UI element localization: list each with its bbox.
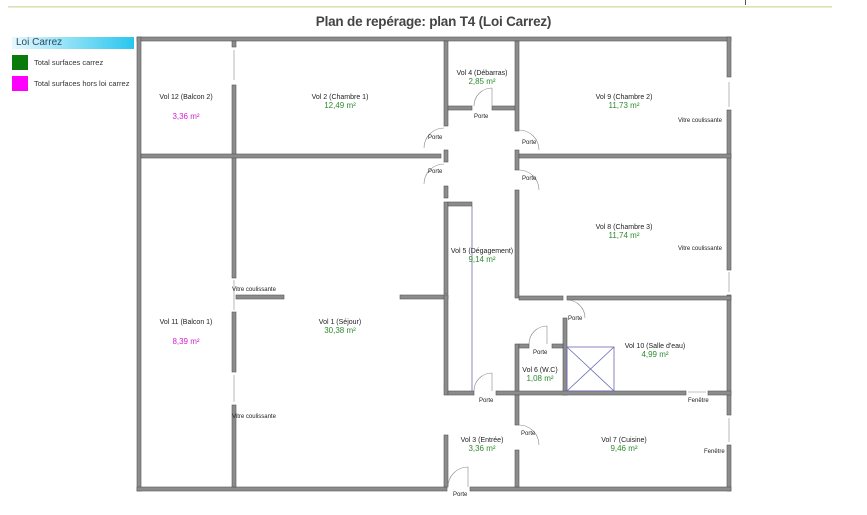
- room-vol4-name: Vol 4 (Débarras): [457, 70, 508, 77]
- room-vol4-area: 2,85 m²: [468, 77, 495, 86]
- walls: [136, 36, 732, 492]
- door-label: Porte: [522, 140, 537, 146]
- legend-item-carrez: Total surfaces carrez: [12, 55, 134, 70]
- room-vol1-area: 30,38 m²: [324, 326, 356, 335]
- sliding-window-label: Vitre coulissante: [678, 118, 723, 124]
- door-label: Porte: [533, 350, 548, 356]
- legend-swatch-magenta: [12, 76, 28, 91]
- room-vol3-name: Vol 3 (Entrée): [461, 437, 504, 444]
- door-label: Porte: [474, 114, 489, 120]
- door-label: Porte: [568, 316, 583, 322]
- room-vol11-area: 8,39 m²: [172, 337, 199, 346]
- legend-label: Total surfaces carrez: [34, 58, 104, 67]
- room-vol2-name: Vol 2 (Chambre 1): [312, 94, 369, 101]
- room-vol9-area: 11,73 m²: [609, 101, 640, 110]
- sliding-window-label: Vitre coulissante: [232, 287, 277, 293]
- room-vol3-area: 3,36 m²: [468, 444, 495, 453]
- room-labels: Vol 12 (Balcon 2) 3,36 m² Vol 2 (Chambre…: [159, 70, 685, 453]
- room-vol7-area: 9,46 m²: [610, 444, 637, 453]
- room-vol1-name: Vol 1 (Séjour): [319, 319, 361, 326]
- sliding-window-label: Vitre coulissante: [232, 414, 277, 420]
- room-vol5-area: 9,14 m²: [468, 255, 495, 264]
- room-vol12-name: Vol 12 (Balcon 2): [159, 94, 212, 101]
- room-vol5-name: Vol 5 (Dégagement): [451, 248, 513, 255]
- room-vol8-area: 11,74 m²: [609, 231, 640, 240]
- room-vol6-area: 1,08 m²: [526, 374, 553, 383]
- header-rule: [8, 6, 832, 7]
- room-vol9-name: Vol 9 (Chambre 2): [596, 94, 653, 101]
- room-vol7-name: Vol 7 (Cuisine): [601, 437, 647, 444]
- fixtures: [471, 206, 615, 392]
- legend-label: Total surfaces hors loi carrez: [34, 79, 130, 88]
- header-rule-shadow: [8, 7, 832, 8]
- legend: Loi Carrez Total surfaces carrez Total s…: [12, 37, 134, 91]
- door-label: Porte: [428, 135, 443, 141]
- room-vol2-area: 12,49 m²: [324, 101, 356, 110]
- window-label: Fenêtre: [704, 449, 725, 455]
- door-label: Porte: [521, 431, 536, 437]
- door-label: Porte: [522, 176, 537, 182]
- door-label: Porte: [428, 169, 443, 175]
- room-vol6-name: Vol 6 (W.C): [522, 367, 557, 374]
- room-vol10-name: Vol 10 (Salle d'eau): [625, 343, 686, 350]
- header-tick: [745, 0, 746, 5]
- window-label: Fenêtre: [688, 398, 709, 404]
- door-label: Porte: [453, 492, 468, 498]
- legend-header: Loi Carrez: [12, 37, 134, 49]
- room-vol11-name: Vol 11 (Balcon 1): [160, 319, 213, 326]
- opening-labels: Porte Porte Porte Porte Porte Porte Port…: [232, 114, 725, 498]
- room-vol8-name: Vol 8 (Chambre 3): [596, 224, 653, 231]
- room-vol12-area: 3,36 m²: [172, 112, 199, 121]
- legend-item-hors-carrez: Total surfaces hors loi carrez: [12, 76, 134, 91]
- door-label: Porte: [479, 398, 494, 404]
- sliding-window-label: Vitre coulissante: [678, 246, 723, 252]
- legend-swatch-green: [12, 55, 28, 70]
- room-vol10-area: 4,99 m²: [641, 350, 668, 359]
- door-swings: [233, 50, 730, 488]
- page-title: Plan de repérage: plan T4 (Loi Carrez): [315, 14, 552, 29]
